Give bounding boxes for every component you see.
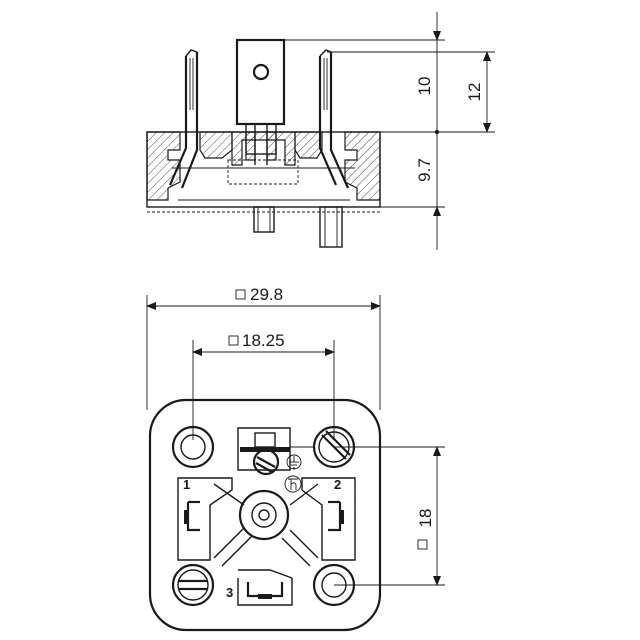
- dim-width-label: 29.8: [250, 285, 283, 304]
- terminal-2-screw: [312, 425, 356, 469]
- terminal-3-screw: [171, 563, 215, 607]
- terminal-1-hole: [171, 425, 215, 469]
- center-terminal: [235, 38, 286, 165]
- dim-pitch-v-label: 18: [416, 509, 435, 528]
- square-dimension-icon: [417, 539, 428, 550]
- contact-clips: [184, 500, 344, 599]
- dim-pitch-h-label: 18.25: [242, 331, 285, 350]
- square-dimension-icon: [228, 335, 239, 346]
- terminal-4-hole: [312, 563, 356, 607]
- pitch-v-dimension: 18: [334, 446, 445, 586]
- earth-screw: [252, 448, 280, 476]
- side-view-dimensions: 10 12 9.7: [284, 12, 495, 250]
- square-dimension-icon: [235, 289, 246, 300]
- inner-structure: [177, 427, 356, 606]
- pin-label-3: 3: [226, 585, 233, 600]
- terminal-holes: [171, 425, 356, 607]
- bottom-pins: [253, 206, 343, 248]
- right-terminal: [318, 49, 350, 189]
- pin-label-1: 1: [183, 477, 190, 492]
- top-view: 29.8 18.25 18: [146, 285, 445, 632]
- dim-outer-label: 12: [465, 83, 484, 102]
- h-hallmark-icon: [284, 475, 302, 493]
- side-view: 10 12 9.7: [146, 12, 495, 250]
- center-contact: [238, 489, 290, 541]
- dim-lower-label: 9.7: [415, 158, 434, 182]
- ground-symbol-icon: [286, 454, 302, 470]
- width-dimension: 29.8: [146, 285, 381, 410]
- left-terminal: [168, 49, 199, 189]
- pitch-h-dimension: 18.25: [192, 331, 335, 440]
- dim-upper-label: 10: [415, 77, 434, 96]
- housing-body: [146, 131, 381, 213]
- housing-outline: [148, 398, 382, 632]
- pin-label-2: 2: [334, 477, 341, 492]
